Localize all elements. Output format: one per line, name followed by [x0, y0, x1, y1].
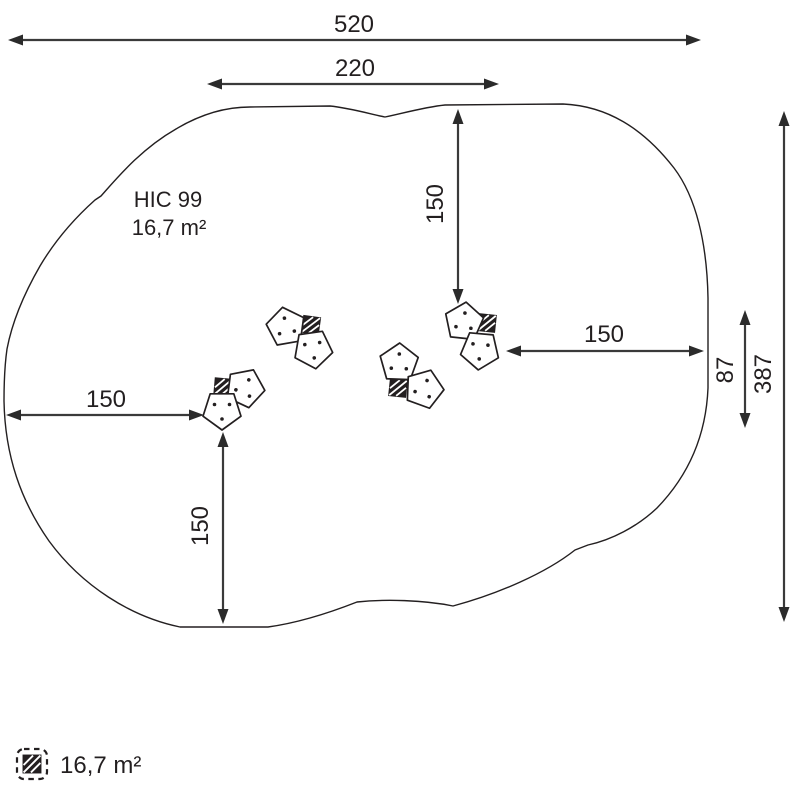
arrowhead-up — [739, 310, 751, 325]
arrowhead-left — [207, 78, 222, 90]
hatched-net-square — [387, 377, 409, 399]
dimension-right-clearance: 150 — [506, 321, 704, 357]
arrowhead-up — [217, 432, 229, 447]
arrowhead-right — [689, 345, 704, 357]
legend: 16,7 m² — [15, 747, 141, 781]
hatched-square-icon — [22, 754, 42, 774]
arrowhead-down — [217, 609, 229, 624]
arrowhead-right — [686, 34, 701, 46]
dimension-label: 87 — [712, 357, 739, 384]
hic-label: HIC 99 — [134, 187, 202, 212]
arrowhead-up — [452, 109, 464, 124]
dimension-label: 520 — [334, 11, 374, 38]
arrowhead-left — [6, 409, 21, 421]
dimension-label: 387 — [750, 354, 777, 394]
arrowhead-right — [484, 78, 499, 90]
arrowhead-down — [739, 413, 751, 428]
safety-area-outline — [3, 103, 709, 628]
legend-dashed-border — [15, 747, 49, 781]
legend-area-label: 16,7 m² — [60, 752, 141, 779]
dimension-label: 220 — [335, 55, 375, 82]
dimension-inner-width: 220 — [207, 55, 499, 90]
dimension-label: 150 — [86, 386, 126, 413]
arrowhead-down — [778, 607, 790, 622]
arrowhead-down — [452, 289, 464, 304]
dimension-edge-gap: 87 — [712, 310, 751, 428]
dimension-label: 150 — [187, 506, 214, 546]
hic-area-label: 16,7 m² — [132, 215, 207, 240]
arrowhead-up — [778, 111, 790, 126]
dimension-top-clearance: 150 — [422, 109, 464, 304]
arrowhead-left — [8, 34, 23, 46]
dimension-bottom-clearance: 150 — [187, 432, 229, 624]
dimension-total-width: 520 — [8, 11, 701, 46]
arrowhead-left — [506, 345, 521, 357]
dimension-label: 150 — [584, 321, 624, 348]
hic-annotation: HIC 99 16,7 m² — [132, 187, 207, 240]
dimension-left-clearance: 150 — [6, 386, 204, 421]
dimension-total-height: 387 — [750, 111, 790, 622]
arrowhead-right — [189, 409, 204, 421]
dimension-label: 150 — [422, 184, 449, 224]
